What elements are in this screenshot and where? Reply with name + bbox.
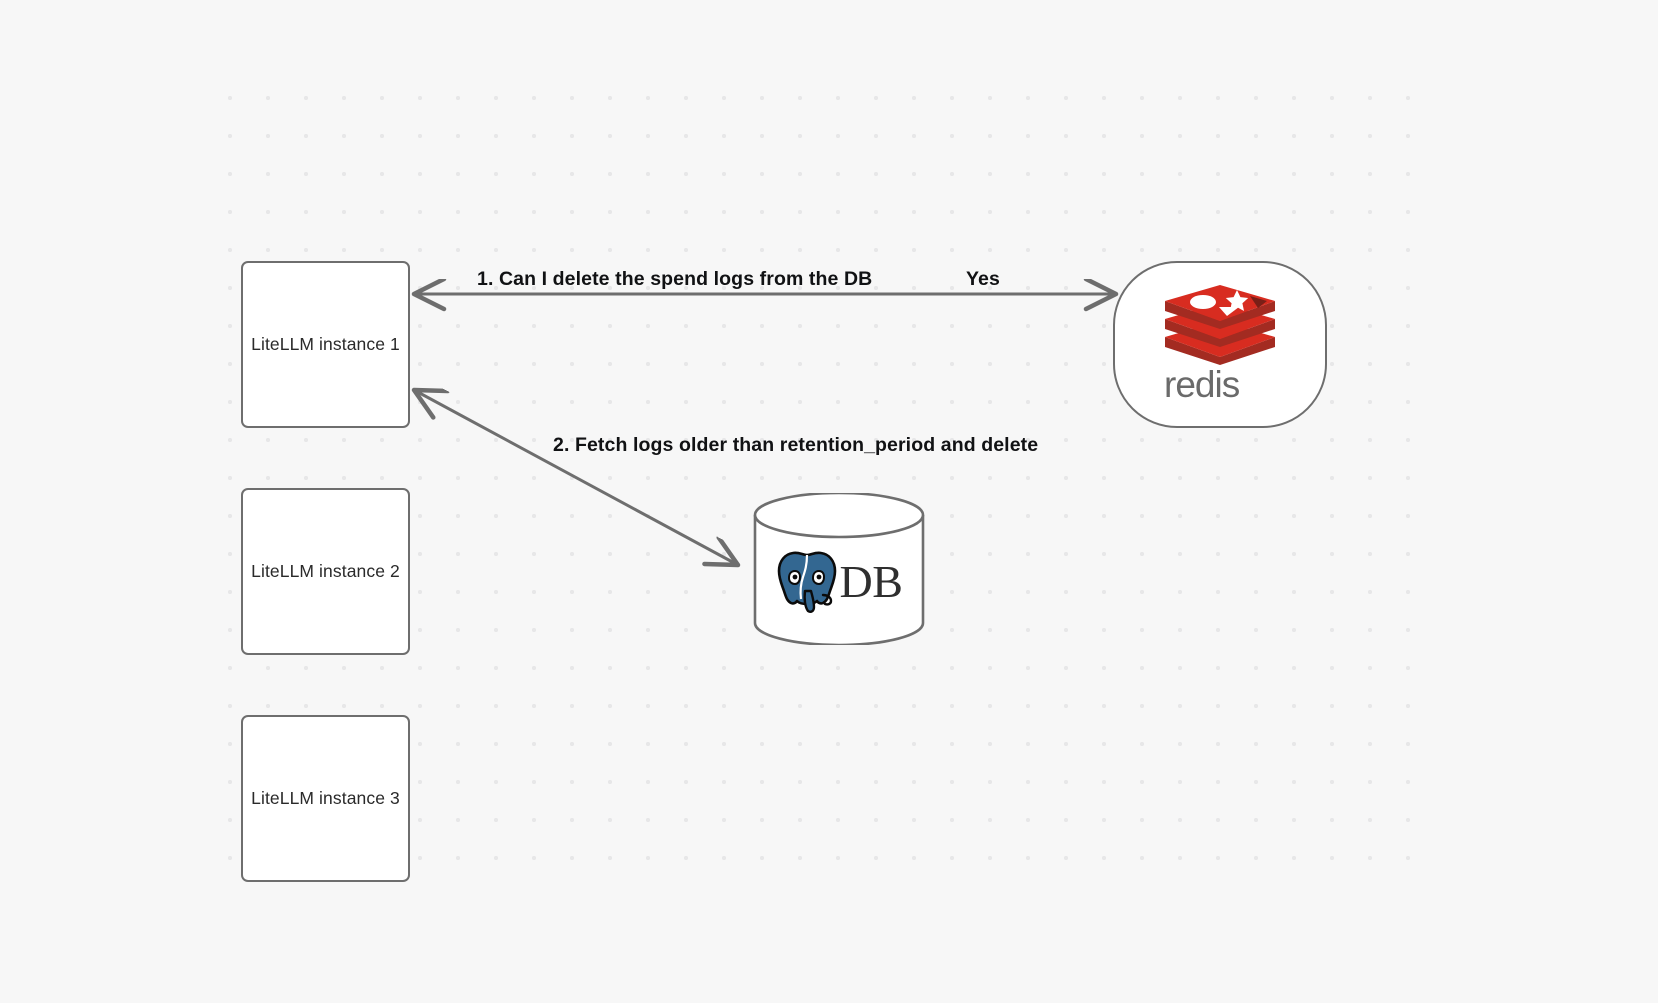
db-cylinder-shape: [753, 493, 925, 645]
redis-logo-icon: redis: [1161, 281, 1279, 405]
node-litellm-instance-1-label: LiteLLM instance 1: [251, 334, 400, 354]
node-db-label: DB: [839, 556, 903, 607]
edge-label-db-fetch: 2. Fetch logs older than retention_perio…: [553, 434, 1039, 456]
node-litellm-instance-1[interactable]: LiteLLM instance 1: [241, 261, 410, 428]
node-litellm-instance-2[interactable]: LiteLLM instance 2: [241, 488, 410, 655]
svg-text:redis: redis: [1164, 367, 1240, 405]
node-db[interactable]: DB: [753, 493, 925, 645]
node-redis[interactable]: redis: [1113, 261, 1327, 428]
node-litellm-instance-3-label: LiteLLM instance 3: [251, 788, 400, 808]
postgresql-elephant-icon: [777, 551, 836, 613]
node-litellm-instance-2-label: LiteLLM instance 2: [251, 561, 400, 581]
edge-litellm1-db: [414, 390, 738, 565]
edge-label-redis-check: 1. Can I delete the spend logs from the …: [477, 268, 873, 290]
node-litellm-instance-3[interactable]: LiteLLM instance 3: [241, 715, 410, 882]
edge-label-redis-reply: Yes: [966, 268, 1000, 290]
